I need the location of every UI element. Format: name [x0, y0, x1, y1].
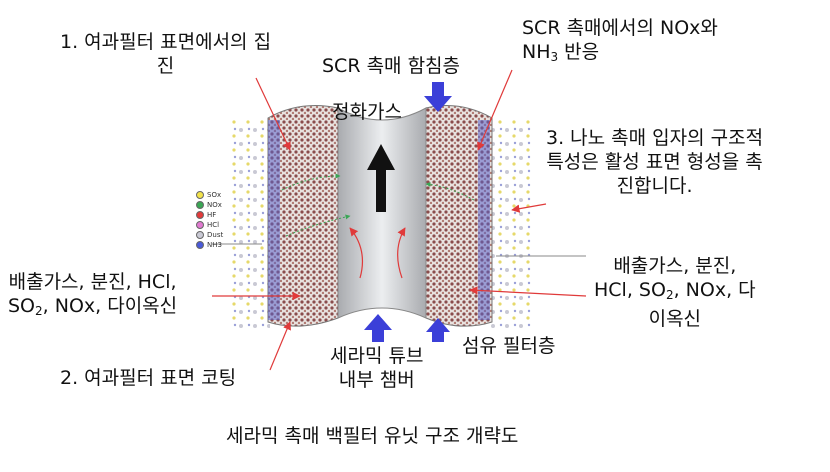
- label-exhaust-left: 배출가스, 분진, HCl, SO2, NOx, 다이옥신: [8, 271, 178, 318]
- legend-label: NH3: [207, 241, 222, 249]
- caption: 세라믹 촉매 백필터 유닛 구조 개략도: [226, 425, 519, 447]
- label-filter-surface-collection: 1. 여과필터 표면에서의 집 진: [60, 31, 272, 77]
- green-flow-2: [285, 214, 351, 237]
- legend-swatch: [196, 241, 204, 249]
- legend-swatch: [196, 211, 204, 219]
- pointer-exhaust-right: [469, 286, 587, 297]
- label-filter-coating: 2. 여과필터 표면 코팅: [60, 367, 237, 389]
- legend-swatch: [196, 191, 204, 199]
- label-fiber-filter-layer: 섬유 필터층: [462, 335, 556, 357]
- left-catalyst-strip: [268, 120, 280, 320]
- legend-label: Dust: [207, 231, 224, 239]
- legend-item: NH3: [196, 240, 223, 250]
- legend-item: SOx: [196, 190, 223, 200]
- pointer-coating: [269, 321, 291, 371]
- legend-swatch: [196, 221, 204, 229]
- scr-down-arrow: [424, 82, 452, 112]
- label-exhaust-right: 배출가스, 분진, HCl, SO2, NOx, 다 이옥신: [594, 255, 756, 330]
- inner-flow-right: [397, 227, 406, 279]
- label-clean-gas: 정화가스: [332, 101, 402, 123]
- green-flow-1: [281, 173, 341, 191]
- label-scr-layer: SCR 촉매 함침층: [322, 55, 461, 77]
- legend-swatch: [196, 231, 204, 239]
- legend-swatch: [196, 201, 204, 209]
- legend-label: HCl: [207, 221, 220, 229]
- legend-label: NOx: [207, 201, 222, 209]
- label-nano-catalyst: 3. 나노 촉매 입자의 구조적 특성은 활성 표면 형성을 촉 진합니다.: [546, 127, 764, 197]
- pointer-nano: [511, 203, 547, 213]
- legend-label: SOx: [207, 191, 222, 199]
- green-flow-3: [425, 181, 475, 201]
- legend-item: Dust: [196, 230, 223, 240]
- right-gas-zone: [490, 118, 532, 328]
- label-ceramic-tube: 세라믹 튜브 내부 챔버: [330, 345, 424, 391]
- left-gas-zone: [230, 118, 270, 328]
- chamber-up-arrow: [364, 314, 392, 342]
- ceramic-tube: [337, 107, 427, 319]
- pointer-scr-reaction: [477, 69, 513, 151]
- label-scr-reaction: SCR 촉매에서의 NOx와 NH3 반응: [522, 17, 718, 64]
- pointer-collection: [255, 77, 291, 151]
- inner-flow-left: [349, 227, 363, 279]
- legend-label: HF: [207, 211, 217, 219]
- legend-item: HCl: [196, 220, 223, 230]
- legend-item: NOx: [196, 200, 223, 210]
- legend-item: HF: [196, 210, 223, 220]
- right-catalyst-strip: [478, 120, 490, 320]
- fiber-up-arrow: [426, 318, 450, 342]
- clean-gas-arrow: [367, 144, 395, 212]
